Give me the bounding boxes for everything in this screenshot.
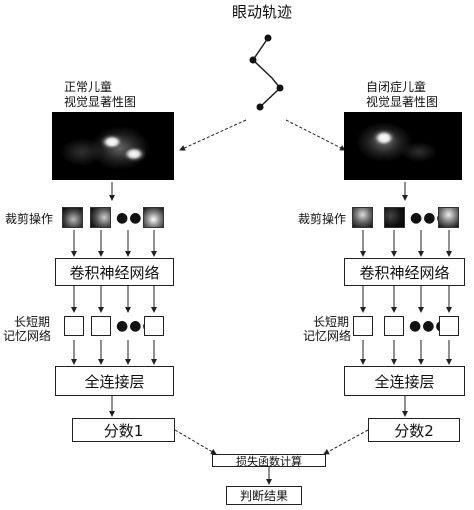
right-fc-box: 全连接层	[344, 366, 465, 396]
right-crop-label: 裁剪操作	[298, 212, 347, 226]
left-saliency-map	[52, 112, 174, 180]
left-crop-patch-3	[143, 207, 164, 228]
left-saliency-label-line2: 视觉显著性图	[64, 95, 137, 109]
left-lstm-cell-3	[144, 316, 164, 336]
left-lstm-cell-2	[91, 316, 111, 336]
right-crop-patch-2	[384, 207, 405, 228]
right-lstm-cell-1	[353, 316, 373, 336]
right-saliency-map	[344, 112, 462, 180]
right-lstm-ellipsis: ●●●	[409, 318, 449, 334]
left-saliency-label-line1: 正常儿童	[64, 80, 113, 94]
diagram-title: 眼动轨迹	[232, 3, 293, 21]
right-crop-patch-3	[438, 207, 459, 228]
right-lstm-label-line2: 记忆网络	[303, 329, 352, 343]
right-saliency-label-line1: 自闭症儿童	[366, 80, 427, 94]
right-lstm-cell-2	[384, 316, 404, 336]
left-crop-patch-2	[90, 207, 111, 228]
left-score-box: 分数1	[72, 418, 175, 442]
right-crop-patch-1	[352, 207, 373, 228]
right-saliency-label-line2: 视觉显著性图	[366, 95, 439, 109]
left-cnn-box: 卷积神经网络	[55, 258, 174, 286]
left-lstm-label-line2: 记忆网络	[3, 329, 52, 343]
left-crop-label: 裁剪操作	[5, 212, 54, 226]
eye-trajectory	[249, 34, 284, 111]
left-lstm-cell-1	[64, 316, 84, 336]
left-crop-patch-1	[62, 207, 83, 228]
left-lstm-label-line1: 长短期	[14, 315, 51, 329]
right-score-box: 分数2	[368, 418, 460, 442]
result-box: 判断结果	[226, 486, 302, 505]
loss-function-box: 损失函数计算	[212, 454, 326, 468]
right-lstm-cell-3	[439, 316, 459, 336]
right-cnn-box: 卷积神经网络	[344, 258, 465, 286]
left-fc-box: 全连接层	[55, 366, 174, 396]
right-lstm-label-line1: 长短期	[313, 315, 350, 329]
